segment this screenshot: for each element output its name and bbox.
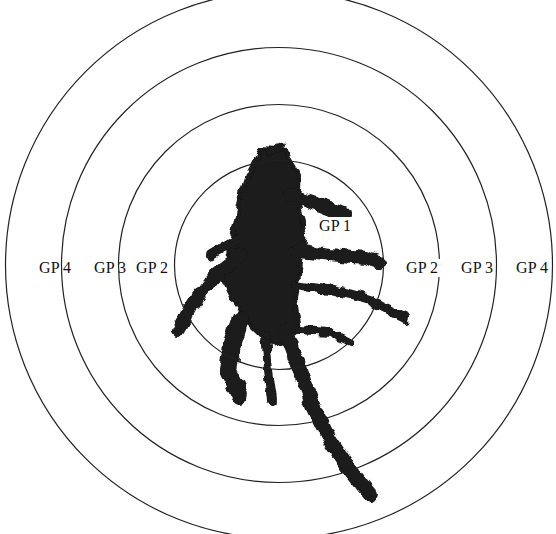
group-circle: GP 1 bbox=[174, 160, 384, 370]
blot-arm bbox=[295, 250, 378, 262]
ink-blot-shape bbox=[178, 145, 405, 495]
circle-outline bbox=[175, 161, 384, 370]
group-label: GP 2 bbox=[134, 259, 170, 277]
blot-arm bbox=[295, 285, 405, 318]
circle-outline bbox=[6, 0, 553, 534]
circle-outline bbox=[62, 48, 497, 483]
group-label: GP 4 bbox=[514, 259, 550, 277]
blot-tail bbox=[285, 330, 370, 495]
blot-arm bbox=[290, 195, 345, 215]
blot-arm bbox=[300, 330, 350, 342]
group-circle: GP 3 GP 3 GP 2 GP 2 GP 1 bbox=[61, 47, 497, 483]
group-label: GP 1 bbox=[317, 217, 353, 235]
group-label: GP 3 bbox=[459, 259, 495, 277]
group-label: GP 4 bbox=[37, 259, 73, 277]
circle-outline bbox=[174, 160, 384, 370]
blot-arm bbox=[178, 255, 240, 330]
group-circle: GP 4 GP 4 GP 3 GP 3 GP 2 GP 2 GP 1 bbox=[5, 0, 553, 534]
blot-arm bbox=[210, 240, 235, 255]
group-circle: GP 2 GP 2 GP 1 bbox=[118, 104, 440, 426]
group-label: GP 2 bbox=[404, 259, 440, 277]
blot-spike bbox=[270, 145, 283, 152]
circle-outline bbox=[119, 105, 440, 426]
blot-drip bbox=[265, 335, 272, 400]
group-label: GP 3 bbox=[92, 259, 128, 277]
